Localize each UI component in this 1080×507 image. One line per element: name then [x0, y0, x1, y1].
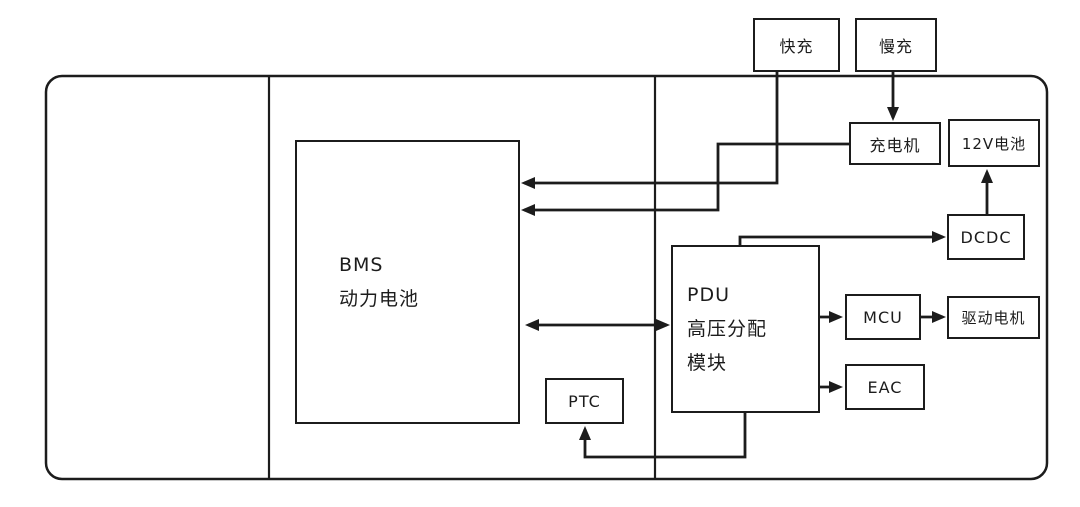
- drive-motor-label: 驱动电机: [961, 309, 1026, 327]
- bms-label-line1: BMS: [339, 253, 384, 276]
- box-dcdc: DCDC: [947, 214, 1025, 260]
- box-fast-charge: 快充: [753, 18, 840, 72]
- vehicle-outline: [44, 74, 1049, 481]
- box-eac: EAC: [845, 364, 925, 410]
- ptc-label: PTC: [568, 391, 601, 411]
- pdu-label: PDU 高压分配 模块: [687, 278, 767, 381]
- box-slow-charge: 慢充: [855, 18, 937, 72]
- bms-label-line2: 动力电池: [339, 288, 420, 310]
- pdu-label-line3: 模块: [687, 352, 728, 375]
- box-bms-battery: BMS 动力电池: [295, 140, 520, 424]
- connector-pdu-to-dcdc: [738, 231, 946, 245]
- 12v-battery-label: 12V电池: [961, 134, 1027, 153]
- pdu-label-line1: PDU: [687, 283, 730, 306]
- box-pdu: PDU 高压分配 模块: [671, 245, 820, 413]
- connector-charger-to-bms: [521, 142, 849, 216]
- fast-charge-label: 快充: [779, 37, 814, 56]
- mcu-label: MCU: [863, 307, 903, 327]
- eac-label: EAC: [867, 377, 903, 397]
- slow-charge-label: 慢充: [878, 37, 913, 56]
- connector-pdu-to-ptc: [579, 413, 747, 459]
- box-charger: 充电机: [849, 122, 941, 165]
- box-12v-battery: 12V电池: [948, 119, 1040, 167]
- box-mcu: MCU: [845, 294, 921, 340]
- dcdc-label: DCDC: [960, 227, 1012, 247]
- connector-fast-charge-to-bms: [521, 72, 779, 189]
- pdu-label-line2: 高压分配: [687, 317, 768, 340]
- box-ptc: PTC: [545, 378, 624, 424]
- bms-battery-label: BMS 动力电池: [339, 248, 419, 316]
- box-drive-motor: 驱动电机: [947, 296, 1040, 339]
- charger-label: 充电机: [869, 135, 921, 155]
